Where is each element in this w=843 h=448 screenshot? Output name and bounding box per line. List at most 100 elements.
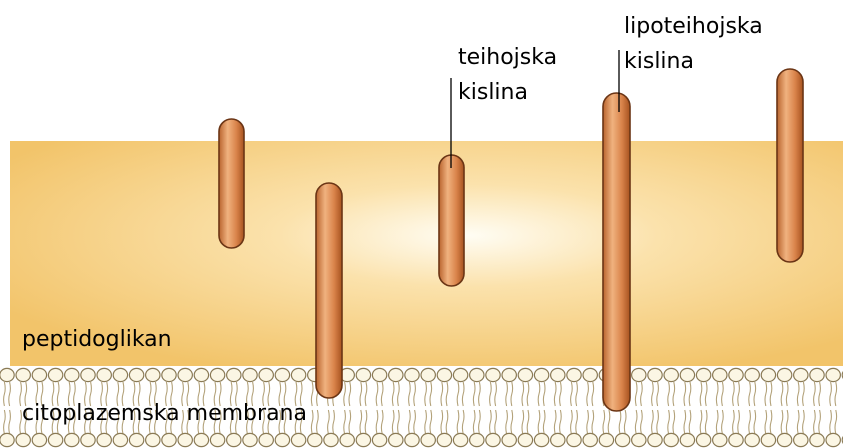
- lipid-head: [129, 368, 143, 381]
- lipid-head: [794, 433, 808, 446]
- lipid-head: [227, 433, 241, 446]
- lipid-head: [97, 368, 111, 381]
- lipid-head: [648, 368, 662, 381]
- lipid-head: [567, 368, 581, 381]
- lipid-head: [518, 433, 532, 446]
- lipid-head: [664, 368, 678, 381]
- lipid-head: [502, 433, 516, 446]
- teichoic-acid-label-line2: kislina: [458, 80, 528, 105]
- lipid-head: [632, 368, 646, 381]
- lipid-head: [291, 368, 305, 381]
- lipid-head: [648, 433, 662, 446]
- teichoic-acid-rod: [777, 69, 803, 262]
- peptidoglycan-label: peptidoglikan: [22, 327, 172, 352]
- lipid-head: [32, 368, 46, 381]
- lipid-head: [146, 368, 160, 381]
- lipid-head: [551, 433, 565, 446]
- lipid-head: [178, 368, 192, 381]
- lipid-head: [16, 368, 30, 381]
- lipid-head: [680, 433, 694, 446]
- lipid-head: [356, 368, 370, 381]
- lipid-head: [534, 368, 548, 381]
- lipid-head: [551, 368, 565, 381]
- lipid-head: [777, 368, 791, 381]
- lipid-head: [81, 433, 95, 446]
- lipid-head: [243, 368, 257, 381]
- lipid-head: [421, 368, 435, 381]
- lipid-head: [777, 433, 791, 446]
- lipid-head: [48, 433, 62, 446]
- lipid-head: [615, 433, 629, 446]
- lipid-head: [583, 368, 597, 381]
- lipid-head: [486, 433, 500, 446]
- lipid-head: [729, 368, 743, 381]
- lipid-head: [389, 368, 403, 381]
- lipid-head: [405, 368, 419, 381]
- lipid-head: [502, 368, 516, 381]
- lipid-head: [583, 433, 597, 446]
- lipid-head: [405, 433, 419, 446]
- lipid-head: [389, 433, 403, 446]
- lipid-head: [518, 368, 532, 381]
- lipid-head: [275, 368, 289, 381]
- lipid-head: [291, 433, 305, 446]
- lipid-head: [113, 433, 127, 446]
- lipid-head: [259, 368, 273, 381]
- lipid-head: [761, 433, 775, 446]
- lipid-head: [65, 368, 79, 381]
- lipid-head: [48, 368, 62, 381]
- lipid-head: [178, 433, 192, 446]
- lipid-head: [826, 368, 840, 381]
- lipid-head: [453, 368, 467, 381]
- lipid-head: [210, 368, 224, 381]
- lipid-head: [470, 433, 484, 446]
- lipid-head: [680, 368, 694, 381]
- lipid-head: [810, 368, 824, 381]
- lipid-head: [534, 433, 548, 446]
- lipoteichoic-acid-label-line1: lipoteihojska: [624, 14, 763, 39]
- lipid-head: [275, 433, 289, 446]
- lipid-head: [340, 433, 354, 446]
- lipid-head: [65, 433, 79, 446]
- lipid-head: [210, 433, 224, 446]
- lipoteichoic-acid-rod: [316, 183, 342, 398]
- lipid-head: [162, 368, 176, 381]
- lipid-head: [0, 368, 14, 381]
- lipid-head: [259, 433, 273, 446]
- lipid-head: [567, 433, 581, 446]
- lipid-head: [826, 433, 840, 446]
- lipid-head: [146, 433, 160, 446]
- lipid-head: [437, 368, 451, 381]
- lipid-head: [664, 433, 678, 446]
- lipid-head: [745, 433, 759, 446]
- lipid-head: [16, 433, 30, 446]
- teichoic-acid-rod: [439, 155, 464, 286]
- lipid-head: [356, 433, 370, 446]
- lipid-head: [81, 368, 95, 381]
- lipid-head: [453, 433, 467, 446]
- lipid-head: [810, 433, 824, 446]
- lipid-head: [194, 433, 208, 446]
- lipid-head: [696, 433, 710, 446]
- lipid-head: [696, 368, 710, 381]
- lipid-head: [761, 368, 775, 381]
- lipid-head: [486, 368, 500, 381]
- lipid-head: [729, 433, 743, 446]
- lipid-head: [713, 433, 727, 446]
- teichoic-acid-rod: [219, 119, 244, 248]
- lipid-head: [162, 433, 176, 446]
- lipid-head: [308, 433, 322, 446]
- lipid-head: [243, 433, 257, 446]
- lipid-head: [129, 433, 143, 446]
- lipid-head: [599, 433, 613, 446]
- lipid-head: [745, 368, 759, 381]
- lipid-head: [372, 368, 386, 381]
- lipid-head: [324, 433, 338, 446]
- lipid-head: [32, 433, 46, 446]
- lipid-head: [113, 368, 127, 381]
- lipid-head: [0, 433, 14, 446]
- teichoic-acid-label-line1: teihojska: [458, 45, 557, 70]
- cytoplasmic-membrane-label: citoplazemska membrana: [22, 401, 307, 426]
- lipid-head: [97, 433, 111, 446]
